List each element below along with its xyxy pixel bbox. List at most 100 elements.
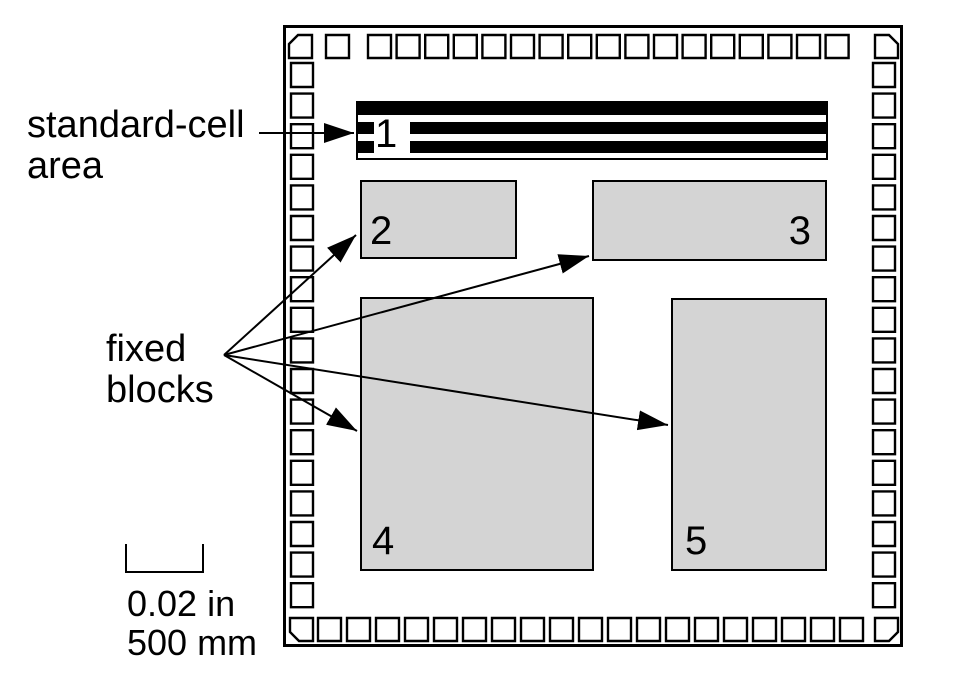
cell-row-stripe <box>410 122 826 134</box>
io-pad <box>289 306 315 333</box>
io-pad <box>374 616 401 643</box>
io-pad <box>289 520 315 548</box>
io-pad <box>481 33 507 60</box>
io-pad <box>345 616 372 643</box>
io-pad <box>395 33 421 60</box>
io-pad <box>871 123 897 150</box>
io-pad <box>461 616 488 643</box>
io-pad <box>738 33 764 60</box>
io-pad <box>693 616 720 643</box>
io-pad <box>809 616 836 643</box>
io-pad <box>289 245 315 272</box>
fixed-block-2: 2 <box>360 180 517 259</box>
io-pad <box>289 61 315 89</box>
io-pad <box>567 33 593 60</box>
io-pad <box>824 33 850 60</box>
io-pad <box>509 33 536 60</box>
standard-cell-label-line1: standard-cell <box>27 104 245 146</box>
io-pad <box>289 337 315 364</box>
block-number-3: 3 <box>788 209 811 253</box>
io-pad <box>722 616 749 643</box>
io-pad <box>289 459 315 486</box>
io-pad <box>652 33 679 60</box>
fixed-blocks-label: fixed blocks <box>106 329 214 411</box>
io-pad <box>871 184 897 211</box>
io-pad <box>606 616 633 643</box>
corner-io-pad <box>873 33 900 60</box>
io-pad <box>403 616 430 643</box>
io-pad <box>767 33 793 60</box>
standard-cell-area-block: 1 <box>356 101 828 160</box>
io-pad <box>289 214 315 242</box>
io-pad <box>871 490 897 517</box>
cell-row-stripe <box>410 141 826 153</box>
io-pad <box>289 398 315 425</box>
io-pad <box>871 92 897 119</box>
io-pad <box>490 616 517 643</box>
io-pad <box>871 245 897 272</box>
io-pad <box>289 551 315 578</box>
io-pad <box>548 616 575 643</box>
io-pad <box>710 33 736 60</box>
io-pad <box>289 184 315 211</box>
io-pad <box>324 33 351 60</box>
io-pad <box>871 429 897 456</box>
standard-cell-label-line2: area <box>27 145 104 187</box>
io-pad <box>871 551 897 578</box>
block-number-2: 2 <box>370 209 393 253</box>
io-pad <box>316 616 343 643</box>
fixed-blocks-label-line2: blocks <box>106 369 214 411</box>
io-pad <box>289 429 315 456</box>
io-pad <box>871 214 897 242</box>
io-pad <box>289 153 315 180</box>
scale-imperial-text: 0.02 in <box>127 583 236 624</box>
io-pad <box>577 616 604 643</box>
corner-io-pad <box>873 616 900 643</box>
io-pad <box>871 153 897 180</box>
io-pad <box>871 367 897 395</box>
standard-cell-label: standard-cell area <box>27 105 245 187</box>
fixed-blocks-label-line1: fixed <box>106 328 187 370</box>
io-pad <box>595 33 621 60</box>
fixed-block-5: 5 <box>671 298 827 571</box>
io-pad <box>871 276 897 303</box>
corner-io-pad <box>288 616 315 643</box>
io-pad <box>664 616 691 643</box>
io-pad <box>289 123 315 150</box>
scale-label: 0.02 in 500 mm <box>127 584 257 662</box>
corner-io-pad <box>287 33 314 60</box>
io-pad <box>624 33 650 60</box>
fixed-block-4: 4 <box>360 297 594 571</box>
io-pad <box>871 337 897 364</box>
io-pad <box>871 520 897 548</box>
io-pad <box>289 582 315 609</box>
io-pad <box>871 306 897 333</box>
io-pad <box>538 33 564 60</box>
io-pad <box>635 616 662 643</box>
io-pad <box>681 33 707 60</box>
block-number-5: 5 <box>685 519 708 563</box>
io-pad <box>519 616 546 643</box>
io-pad <box>780 616 807 643</box>
io-pad <box>289 367 315 395</box>
fixed-block-3: 3 <box>592 180 827 261</box>
block-number-4: 4 <box>372 519 395 563</box>
io-pad <box>751 616 778 643</box>
cell-row-stripe <box>358 103 826 115</box>
io-pad <box>871 582 897 609</box>
io-pad <box>289 276 315 303</box>
block-number-1: 1 <box>375 112 398 156</box>
io-pad <box>452 33 478 60</box>
io-pad <box>871 61 897 89</box>
io-pad <box>871 398 897 425</box>
cell-row-stripe <box>358 122 374 134</box>
cell-row-stripe <box>358 141 374 153</box>
io-pad <box>289 92 315 119</box>
io-pad <box>432 616 459 643</box>
scale-metric-text: 500 mm <box>127 622 258 663</box>
io-pad <box>871 459 897 486</box>
io-pad <box>795 33 822 60</box>
io-pad <box>366 33 393 60</box>
io-pad <box>838 616 865 643</box>
